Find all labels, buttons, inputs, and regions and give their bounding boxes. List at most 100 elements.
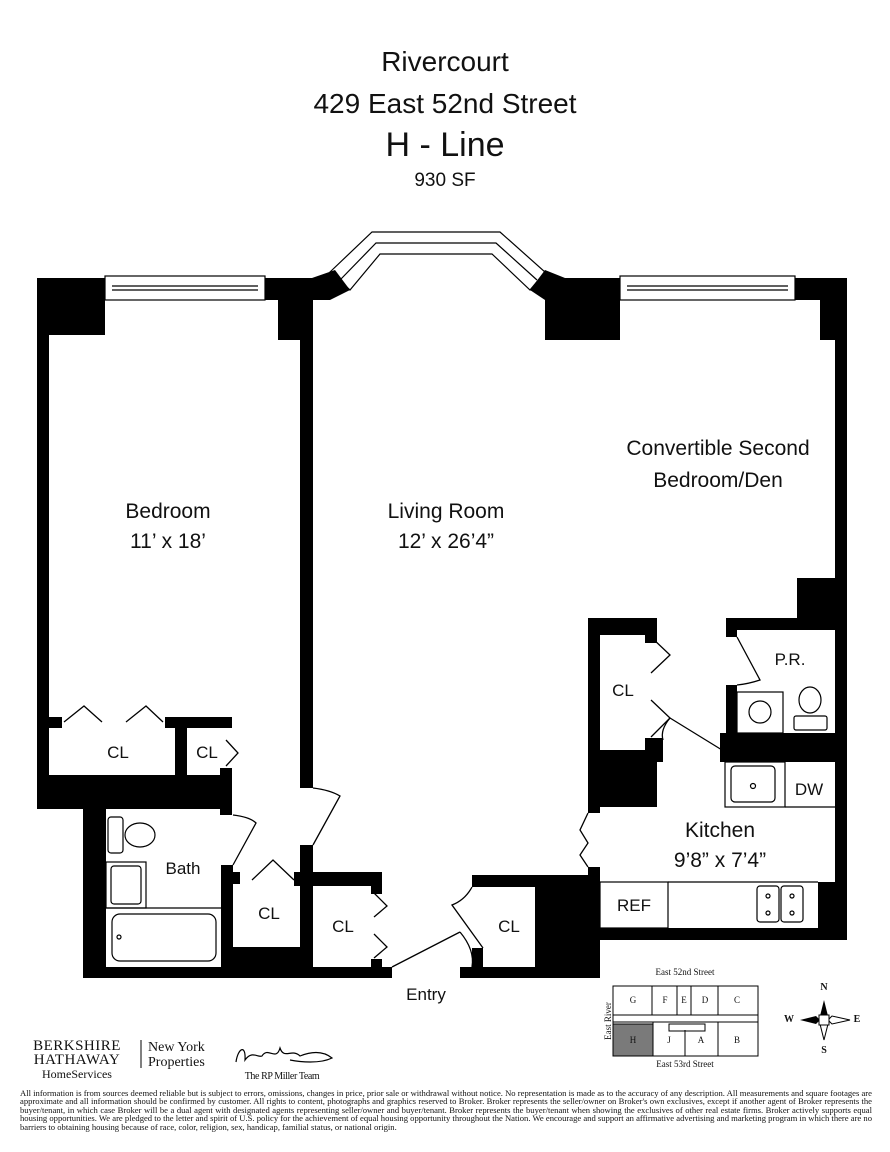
wall (175, 728, 187, 775)
wall (233, 947, 300, 967)
key-unit: F (662, 995, 668, 1005)
wall (726, 618, 737, 637)
doors (63, 636, 761, 968)
kitchen-door (579, 812, 589, 868)
den-label: Convertible Second (626, 437, 810, 460)
wall (588, 867, 600, 940)
building-address: 429 East 52nd Street (313, 88, 577, 119)
kitchen-label: Kitchen (684, 819, 756, 842)
wall (720, 733, 835, 762)
wall (645, 635, 657, 643)
wall (588, 618, 657, 635)
wall (83, 809, 106, 977)
pr-sink (748, 700, 772, 724)
closet-door (650, 636, 671, 674)
bathtub (111, 913, 217, 962)
closet-label: CL (107, 743, 129, 762)
bedroom-label: Bedroom (125, 500, 211, 523)
closet-label: CL (258, 904, 280, 923)
closet-door (125, 705, 164, 723)
wall (371, 886, 382, 894)
window (104, 275, 266, 301)
company-logo-line1: BERKSHIRE (33, 1038, 121, 1054)
fixtures (105, 686, 835, 962)
kitchen-sink (730, 765, 776, 803)
bath-door (232, 814, 257, 866)
key-south-street: East 53rd Street (656, 1059, 714, 1069)
dishwasher-label: DW (794, 780, 824, 799)
wall (48, 717, 62, 728)
wall (460, 967, 600, 978)
closet-label: CL (612, 681, 634, 700)
region-line2: Properties (148, 1055, 205, 1070)
wall (37, 775, 232, 809)
bath-sink (110, 865, 142, 905)
compass-w: W (784, 1014, 794, 1025)
company-logo-line2: HATHAWAY (33, 1052, 121, 1068)
closet-label: CL (332, 917, 354, 936)
building-name: Rivercourt (381, 46, 509, 77)
windows (104, 231, 796, 301)
key-unit: C (733, 995, 740, 1005)
compass-e: E (853, 1014, 861, 1025)
key-unit: D (701, 995, 709, 1005)
bath-label: Bath (165, 859, 201, 878)
wall (472, 948, 483, 967)
stove-burner (756, 885, 780, 923)
key-unit: E (681, 995, 687, 1005)
key-unit: A (697, 1035, 705, 1045)
wall (294, 872, 382, 886)
wall (795, 278, 847, 300)
compass-n: N (820, 982, 828, 993)
bay-window (329, 231, 546, 291)
walls (37, 270, 847, 978)
closet-door (661, 717, 723, 751)
wall (221, 865, 233, 967)
powder-room-door (736, 636, 761, 686)
stove-burner (780, 885, 804, 923)
wall (312, 270, 350, 300)
wall (530, 270, 565, 300)
closet-label: CL (196, 743, 218, 762)
refrigerator-label: REF (617, 896, 651, 915)
bedroom-door (312, 787, 341, 846)
compass-rose (800, 1000, 851, 1041)
wall (83, 967, 392, 978)
region-line1: New York (148, 1040, 205, 1055)
wall (726, 685, 737, 752)
closet-door (373, 892, 388, 918)
wall (371, 959, 382, 967)
unit-line: H - Line (385, 126, 505, 164)
living-room-dims: 12’ x 26’4” (397, 530, 495, 553)
closet-label: CL (498, 917, 520, 936)
key-north-street: East 52nd Street (655, 967, 715, 977)
key-unit-h: H (629, 1035, 637, 1045)
bedroom-dims: 11’ x 18’ (130, 530, 206, 553)
toilet-tank (107, 816, 124, 854)
pr-vanity (736, 691, 784, 734)
wall (726, 618, 835, 630)
legal-disclaimer: All information is from sources deemed r… (20, 1088, 872, 1132)
wall (472, 875, 543, 887)
den-label-2: Bedroom/Den (653, 469, 783, 492)
entry-label: Entry (406, 985, 446, 1004)
closet-door (63, 705, 103, 723)
wall (645, 738, 663, 762)
key-unit-highlighted (612, 1023, 654, 1057)
window (619, 275, 796, 301)
living-room-label: Living Room (387, 500, 505, 523)
kitchen-dims: 9’8” x 7’4” (673, 849, 767, 872)
vanity (105, 861, 147, 909)
closet-door (650, 699, 671, 738)
wall (797, 578, 835, 618)
key-west-label: East River (603, 1002, 613, 1040)
refrigerator (599, 881, 669, 929)
powder-room-label: P.R. (774, 650, 806, 669)
pr-toilet (798, 686, 822, 714)
wall (165, 717, 232, 728)
wall (818, 882, 835, 928)
closet-door (373, 933, 388, 959)
compass-s: S (821, 1045, 827, 1056)
key-unit: J (667, 1035, 671, 1045)
